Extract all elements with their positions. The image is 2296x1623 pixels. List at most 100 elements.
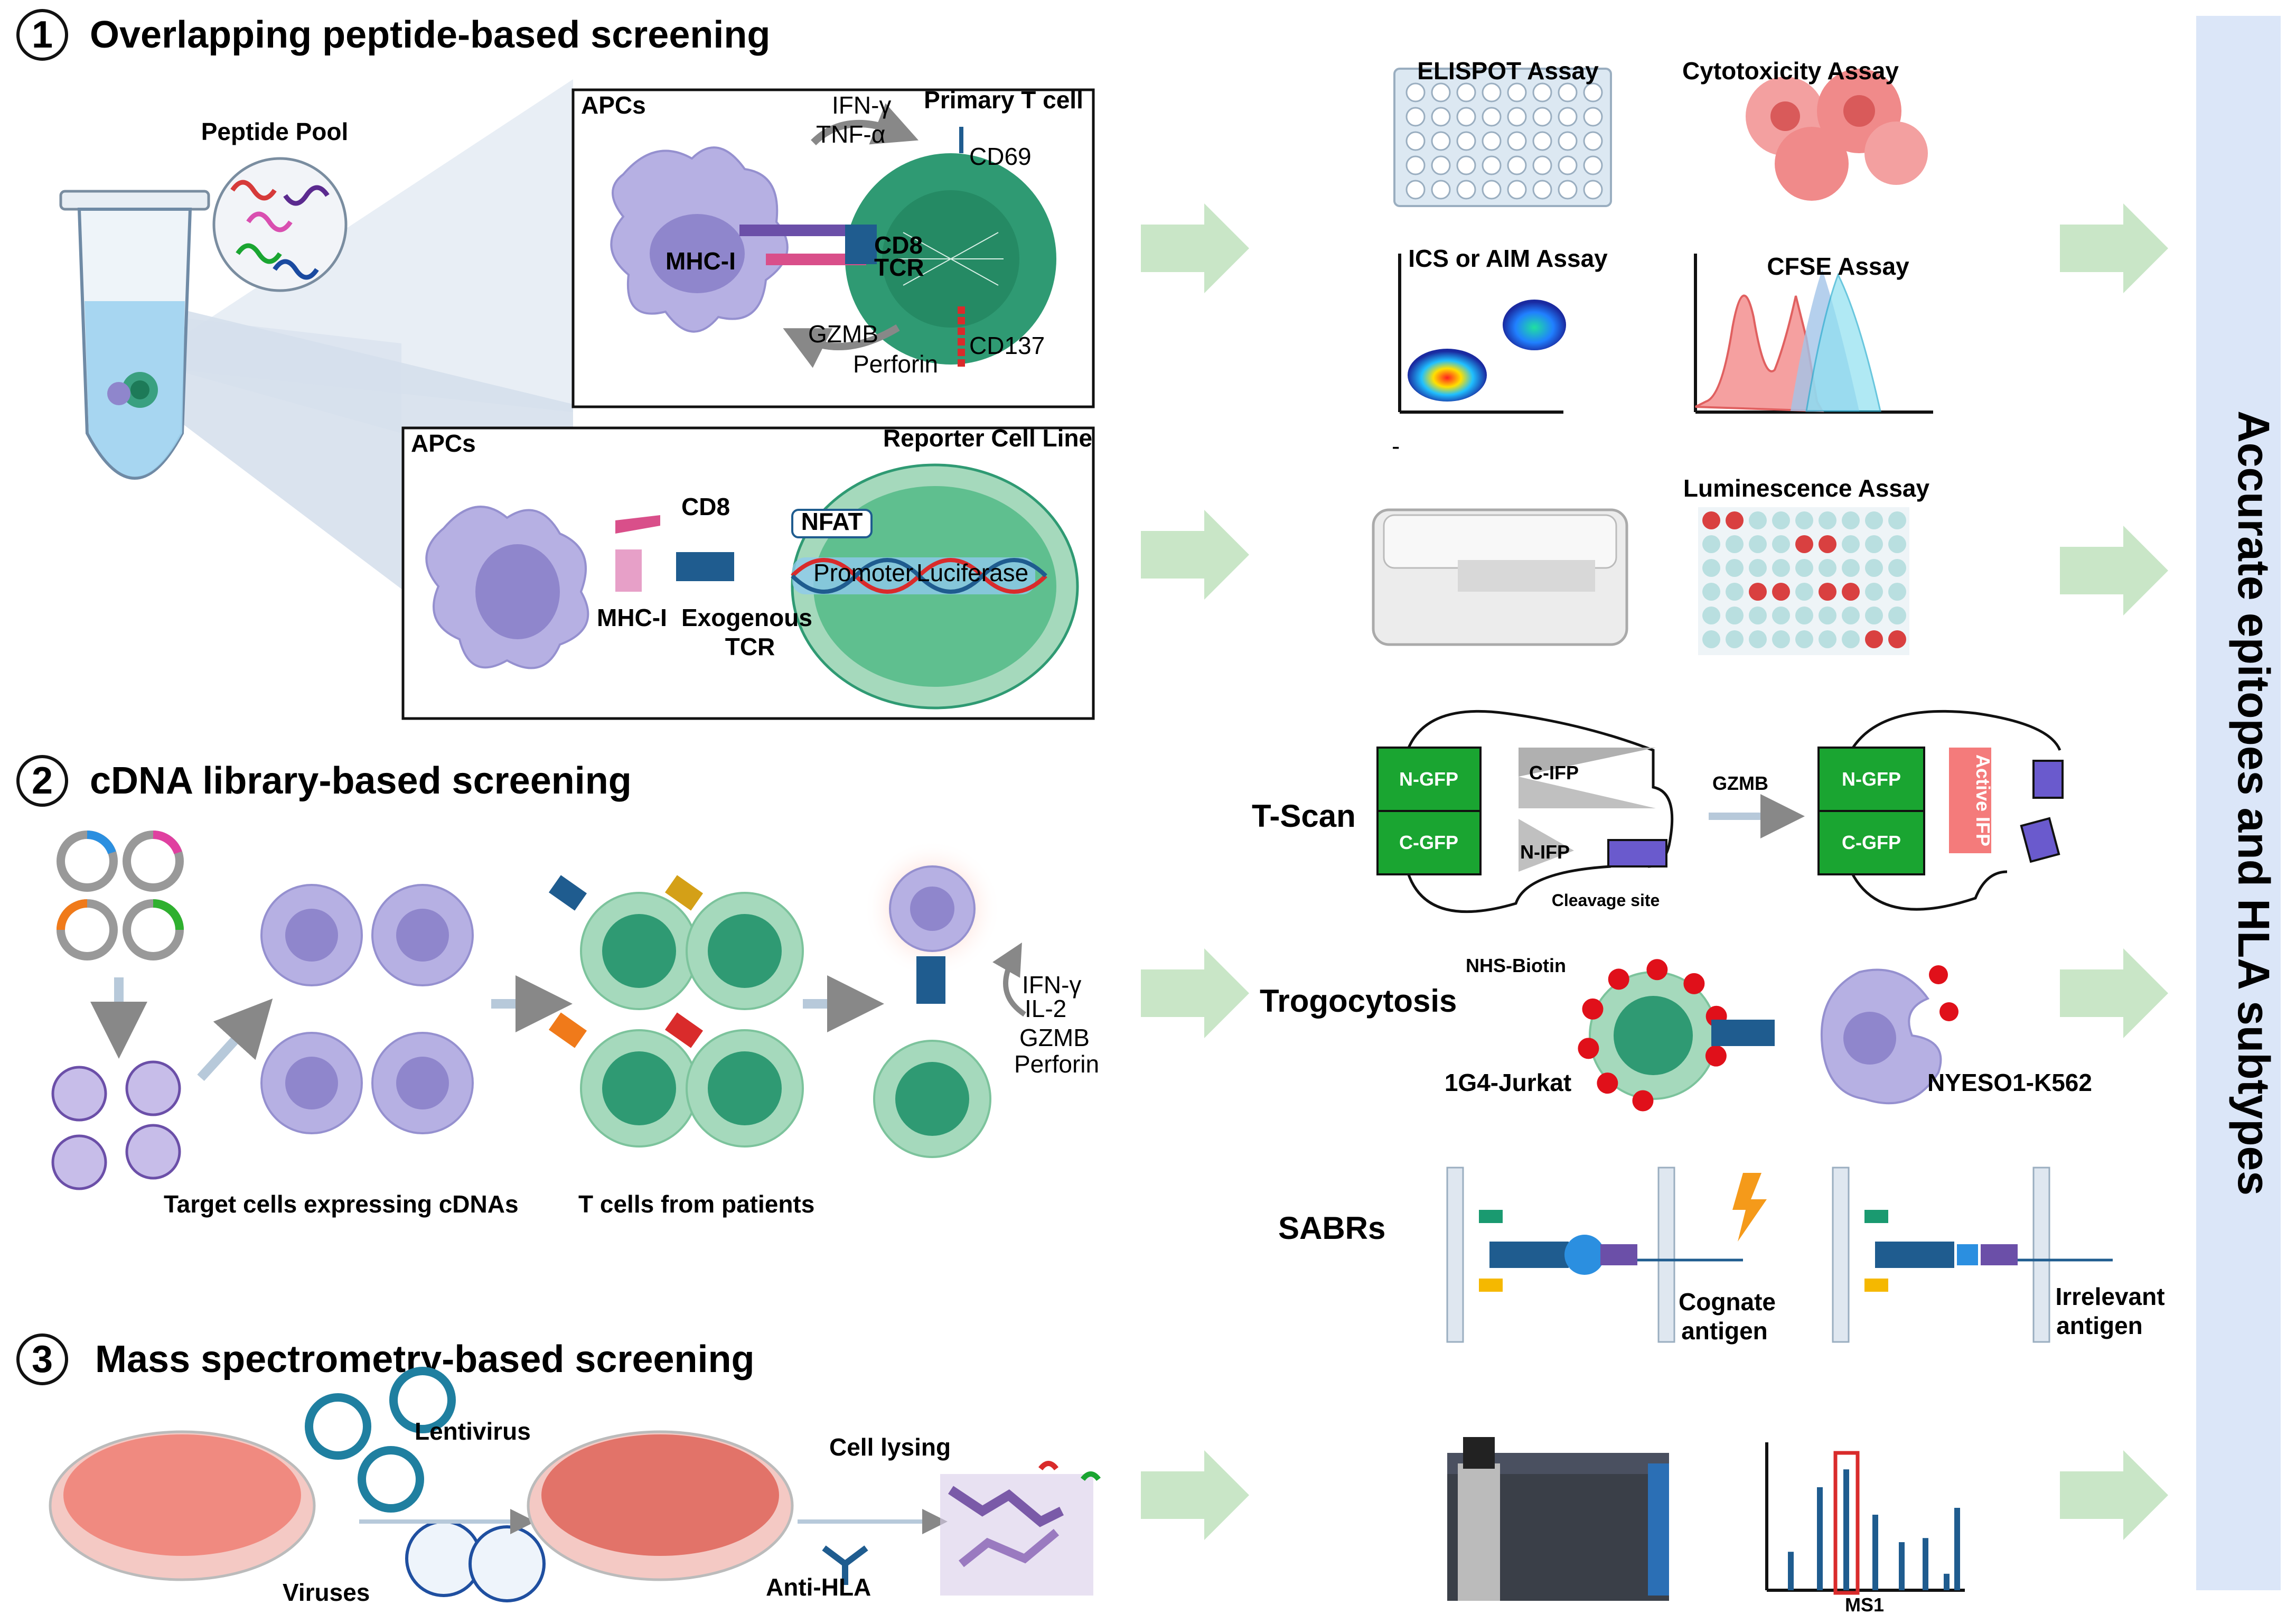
- luminescence-well: [1795, 535, 1813, 553]
- luminescence-well: [1865, 607, 1883, 624]
- elispot-well: [1532, 180, 1552, 200]
- cognate-label-1: Cognate: [1679, 1288, 1776, 1316]
- luminescence-well: [1702, 535, 1720, 553]
- biotin-dot: [1597, 1072, 1618, 1094]
- luminescence-label: Luminescence Assay: [1683, 474, 1930, 502]
- luminescence-well: [1888, 583, 1906, 601]
- lentivirus-icons: [305, 1367, 456, 1513]
- elispot-well: [1583, 131, 1603, 151]
- elispot-well: [1405, 82, 1426, 102]
- luminescence-plate: [1698, 507, 1909, 655]
- luminescence-well: [1865, 511, 1883, 529]
- elispot-well: [1456, 155, 1476, 175]
- elispot-well: [1583, 107, 1603, 127]
- luminescence-well: [1726, 607, 1744, 624]
- elispot-well: [1532, 107, 1552, 127]
- panel-b-apcs-label: APCs: [411, 430, 476, 457]
- target-cells-label: Target cells expressing cDNAs: [164, 1190, 519, 1218]
- cfse-histogram: [1694, 254, 1933, 414]
- k562-label: NYESO1-K562: [1927, 1069, 2092, 1096]
- luminescence-well: [1819, 559, 1836, 577]
- luminescence-well: [1702, 511, 1720, 529]
- panel-reporter-cell-line: [401, 426, 1095, 720]
- elispot-well: [1431, 155, 1451, 175]
- ms1-peak: [1788, 1552, 1794, 1590]
- elispot-well: [1431, 180, 1451, 200]
- luminescence-well: [1795, 583, 1813, 601]
- tscan-cifp: C-IFP: [1529, 762, 1579, 783]
- elispot-well: [1482, 180, 1502, 200]
- mass-spectrometer: [1447, 1437, 1669, 1601]
- panel-a-gzmb-label: GZMB: [808, 320, 878, 348]
- elispot-well: [1482, 155, 1502, 175]
- cytotoxicity-label: Cytotoxicity Assay: [1682, 57, 1899, 85]
- cognate-label-2: antigen: [1681, 1317, 1768, 1345]
- elispot-well: [1405, 131, 1426, 151]
- elispot-well: [1456, 180, 1476, 200]
- luminescence-well: [1726, 630, 1744, 648]
- tscan-active-ifp: Active IFP: [1972, 754, 1994, 846]
- elispot-well: [1558, 131, 1578, 151]
- tscan-cgfp-1: C-GFP: [1399, 832, 1458, 853]
- luminescence-well: [1749, 535, 1767, 553]
- peptide-pool-label: Peptide Pool: [201, 118, 349, 145]
- elispot-well: [1583, 155, 1603, 175]
- luminescence-well: [1772, 511, 1790, 529]
- biotin-dot: [1608, 968, 1629, 990]
- ms1-peak: [1954, 1508, 1960, 1590]
- ms1-peak: [1872, 1515, 1878, 1590]
- patient-t-cells: [548, 875, 804, 1148]
- activated-pair: [864, 840, 1026, 1158]
- panel-a-mhc-label: MHC-I: [666, 247, 736, 275]
- elispot-well: [1532, 82, 1552, 102]
- luminescence-well: [1749, 583, 1767, 601]
- panel-a-primary-t-cell-label: Primary T cell: [924, 86, 1083, 114]
- section-1-title: Overlapping peptide-based screening: [90, 14, 770, 56]
- viruses-label: Viruses: [283, 1579, 370, 1606]
- sabrs-label: SABRs: [1278, 1210, 1385, 1246]
- elispot-well: [1456, 107, 1476, 127]
- luminescence-well: [1842, 583, 1860, 601]
- tscan-label: T-Scan: [1252, 798, 1356, 834]
- sec2-gzmb-label: GZMB: [1019, 1024, 1090, 1051]
- luminescence-well: [1819, 630, 1836, 648]
- panel-b-nfat-label: NFAT: [801, 508, 863, 535]
- luminescence-well: [1749, 607, 1767, 624]
- ms1-peak: [1817, 1487, 1823, 1590]
- flow-plot: [1398, 254, 1566, 414]
- luminescence-well: [1702, 607, 1720, 624]
- luminescence-well: [1888, 607, 1906, 624]
- luminescence-well: [1819, 535, 1836, 553]
- biotin-dot: [1705, 1045, 1727, 1067]
- ms1-peak: [1923, 1538, 1928, 1590]
- elispot-well: [1507, 107, 1527, 127]
- plasmids: [57, 831, 184, 960]
- elispot-well: [1431, 82, 1451, 102]
- panel-a-apcs-label: APCs: [581, 91, 646, 119]
- section-2-number: 2: [32, 760, 53, 802]
- panel-a-tnf-label: TNF-α: [816, 120, 885, 148]
- elispot-well: [1405, 155, 1426, 175]
- luminescence-well: [1795, 607, 1813, 624]
- elispot-well: [1532, 131, 1552, 151]
- flow-plot-dash: -: [1392, 432, 1400, 460]
- lysed-fragments: [940, 1461, 1101, 1596]
- elispot-well: [1558, 155, 1578, 175]
- luminescence-well: [1772, 583, 1790, 601]
- virus-icons: [405, 1520, 546, 1602]
- panel-a-cd8-label: CD8: [874, 231, 923, 259]
- peptide-pool-bubble: [212, 157, 348, 292]
- elispot-well: [1507, 155, 1527, 175]
- luminescence-well: [1888, 630, 1906, 648]
- elispot-well: [1583, 180, 1603, 200]
- tscan-left: [1376, 710, 1674, 913]
- panel-b-exogenous-label: Exogenous: [681, 604, 812, 631]
- elispot-well: [1405, 180, 1426, 200]
- section-3-number: 3: [32, 1338, 53, 1381]
- trogo-cells: [1578, 959, 1958, 1112]
- elispot-well: [1482, 131, 1502, 151]
- ms1-peak: [1944, 1573, 1950, 1590]
- section-2-header: 2 cDNA library-based screening: [16, 755, 632, 807]
- viruses-sec2: [51, 1060, 181, 1190]
- luminescence-well: [1842, 630, 1860, 648]
